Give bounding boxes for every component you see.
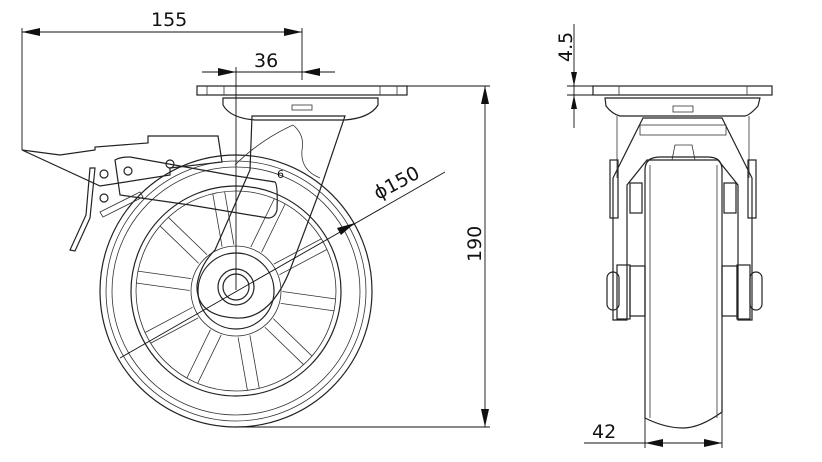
wheel-spoke xyxy=(249,335,260,389)
dimension-155: 155 xyxy=(21,9,303,150)
wheel-spoke xyxy=(137,270,192,280)
dimension-label: 42 xyxy=(592,421,616,443)
top-plate xyxy=(196,85,408,96)
front-fork xyxy=(612,117,753,321)
axle-bolt xyxy=(606,264,763,320)
side-view: 6 155 36 190 ϕ150 xyxy=(21,9,490,428)
wheel-spoke xyxy=(159,225,200,264)
wheel-spoke xyxy=(186,329,211,379)
wheel-spoke xyxy=(261,203,286,253)
wheel-spoke xyxy=(237,337,248,391)
wheel-spoke xyxy=(167,216,208,256)
dimension-label: ϕ150 xyxy=(370,162,423,204)
wheel-spoke xyxy=(264,326,305,366)
dimension-4-5: 4.5 xyxy=(555,24,593,128)
wheel-spoke xyxy=(279,248,328,276)
dimension-label: 4.5 xyxy=(555,32,577,62)
wheel-spoke xyxy=(144,306,193,334)
fork xyxy=(196,115,346,319)
wheel-spokes xyxy=(136,191,336,391)
dimension-label: 190 xyxy=(464,226,486,262)
swivel-race xyxy=(222,97,379,121)
dimension-190: 190 xyxy=(236,85,490,428)
front-view: 4.5 42 xyxy=(555,24,773,448)
wheel-spoke xyxy=(272,318,313,357)
dimension-36: 36 xyxy=(202,50,335,76)
wheel-spoke xyxy=(282,291,336,300)
wheel-spoke xyxy=(136,282,190,291)
wheel-spoke xyxy=(250,198,275,248)
front-top-plate xyxy=(592,85,773,96)
brake-lever xyxy=(21,135,278,252)
dimension-42: 42 xyxy=(584,400,723,448)
wheel-spoke xyxy=(273,238,322,265)
wheel-spoke xyxy=(212,193,223,247)
wheel-spoke xyxy=(280,302,335,312)
dimension-diameter-150: ϕ150 xyxy=(119,162,446,359)
dimension-label: 36 xyxy=(254,50,278,72)
wheel-spoke xyxy=(150,317,199,344)
part-mark: 6 xyxy=(277,168,284,181)
wheel-spoke xyxy=(197,334,222,384)
dimension-label: 155 xyxy=(151,9,187,31)
front-wheel xyxy=(644,156,723,429)
